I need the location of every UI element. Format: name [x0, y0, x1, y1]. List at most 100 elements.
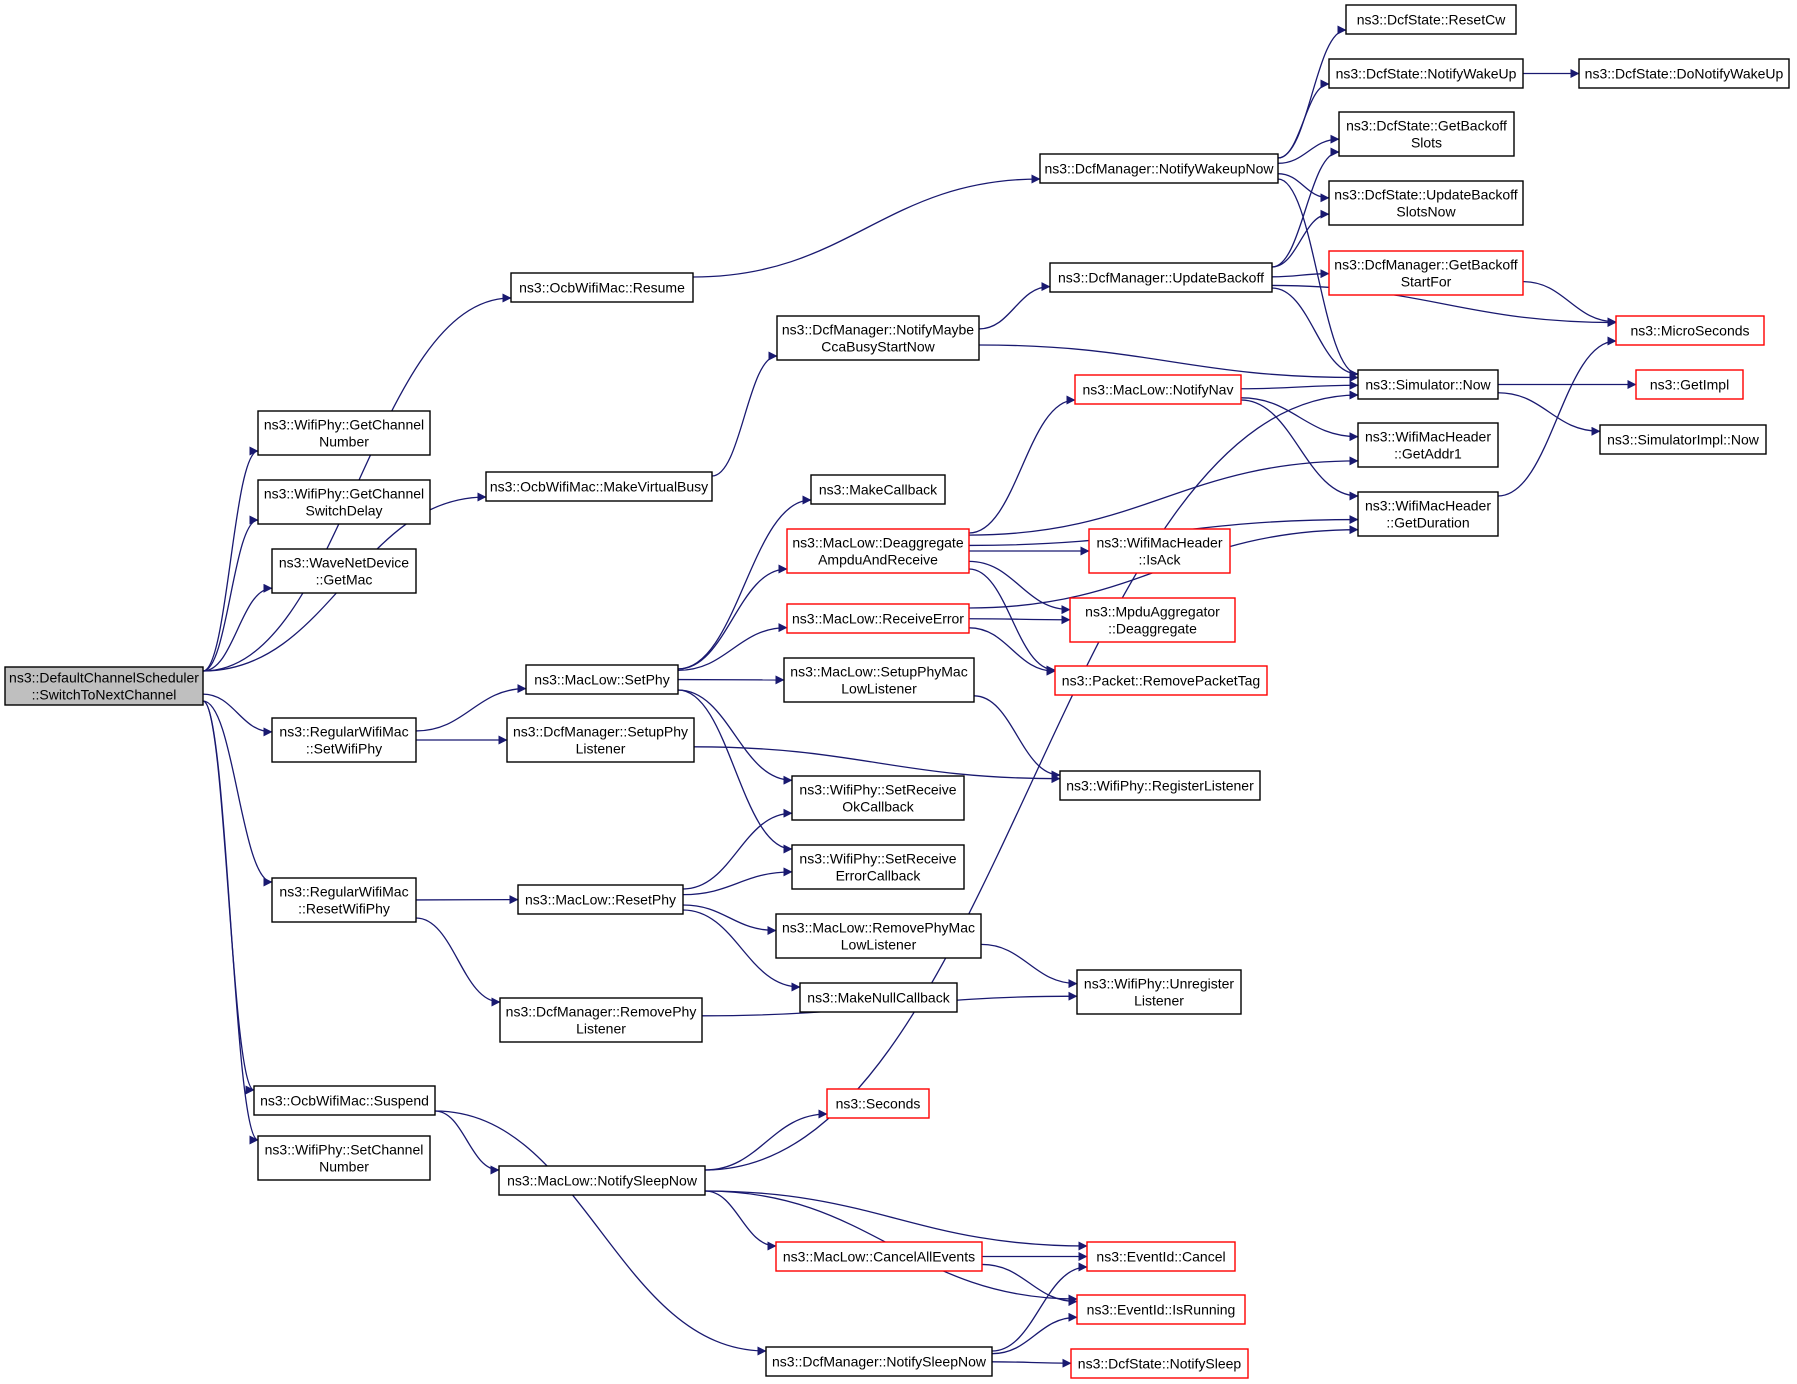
node-cancel-all-events: ns3::MacLow::CancelAllEvents: [775, 1241, 983, 1272]
edge-suspend-to-dcf-notify-sleep-now: [434, 1110, 767, 1356]
node-label: StartFor: [1401, 274, 1452, 290]
node-label: CcaBusyStartNow: [821, 339, 935, 355]
node-box: [271, 877, 417, 923]
node-label: ns3::Simulator::Now: [1365, 377, 1491, 393]
node-label: SlotsNow: [1396, 204, 1456, 220]
node-label: ns3::DcfManager::GetBackoff: [1334, 257, 1517, 273]
edge-reset-phy-to-set-receive-ok: [682, 808, 793, 890]
node-label: ns3::WifiMacHeader: [1365, 498, 1491, 514]
edge-notify-wakeup-now-to-notify-wake-up: [1277, 79, 1330, 159]
node-reset-phy: ns3::MacLow::ResetPhy: [517, 884, 684, 915]
node-remove-packet-tag: ns3::Packet::RemovePacketTag: [1054, 665, 1268, 696]
edge-update-backoff-to-update-backoff-slots-now: [1271, 209, 1330, 268]
edge-make-virtual-busy-to-notify-maybe-cca: [711, 351, 778, 477]
edge-root-to-get-channel-switch-delay: [202, 515, 259, 672]
node-label: ::SetWifiPhy: [306, 741, 382, 757]
node-label: ns3::WifiPhy::Unregister: [1084, 976, 1234, 992]
edge-resume-to-notify-wakeup-now: [692, 174, 1041, 278]
node-box: [1578, 58, 1790, 89]
node-make-callback: ns3::MakeCallback: [810, 474, 946, 505]
node-label: ns3::RegularWifiMac: [279, 884, 408, 900]
node-label: ns3::DcfManager::UpdateBackoff: [1058, 270, 1264, 286]
node-label: Number: [319, 434, 369, 450]
node-box: [1088, 528, 1231, 574]
edge-root-to-get-channel-number: [202, 446, 259, 672]
node-label: Listener: [1134, 993, 1184, 1009]
edge-setup-phy-listener-to-register-listener: [693, 746, 1061, 784]
nodes-layer: ns3::DefaultChannelScheduler::SwitchToNe…: [4, 4, 1790, 1379]
node-label: ::Deaggregate: [1108, 621, 1197, 637]
node-label: ns3::DcfState::GetBackoff: [1346, 118, 1507, 134]
node-notify-maybe-cca: ns3::DcfManager::NotifyMaybeCcaBusyStart…: [776, 315, 980, 361]
node-box: [498, 1165, 706, 1196]
node-register-listener: ns3::WifiPhy::RegisterListener: [1059, 770, 1261, 801]
node-label: ns3::DcfState::NotifyWakeUp: [1336, 66, 1517, 82]
node-box: [1049, 262, 1273, 293]
node-label: Slots: [1411, 135, 1442, 151]
node-box: [1357, 422, 1499, 468]
node-label: ns3::OcbWifiMac::MakeVirtualBusy: [490, 479, 708, 495]
edge-set-phy-to-receive-error: [677, 623, 788, 671]
node-box: [485, 471, 713, 502]
edge-notify-sleep-now-to-simulator-now: [704, 390, 1359, 1171]
node-label: ns3::MakeCallback: [819, 482, 938, 498]
edge-notify-sleep-now-to-seconds: [704, 1109, 828, 1171]
node-label: ns3::DefaultChannelScheduler: [9, 670, 199, 686]
node-set-wifi-phy: ns3::RegularWifiMac::SetWifiPhy: [271, 717, 417, 763]
node-label: ns3::WifiPhy::SetReceive: [799, 782, 956, 798]
node-label: ns3::EventId::IsRunning: [1087, 1302, 1236, 1318]
node-label: ns3::MacLow::SetupPhyMac: [790, 664, 967, 680]
node-label: ns3::DcfManager::NotifyWakeupNow: [1044, 161, 1274, 177]
node-receive-error: ns3::MacLow::ReceiveError: [786, 603, 970, 634]
edge-receive-error-to-remove-packet-tag: [968, 627, 1056, 676]
node-box: [775, 1241, 983, 1272]
edge-set-phy-to-set-receive-error: [677, 689, 793, 854]
edges-layer: [202, 25, 1637, 1368]
node-suspend: ns3::OcbWifiMac::Suspend: [253, 1085, 436, 1116]
node-label: ns3::MacLow::SetPhy: [534, 672, 669, 688]
node-label: ns3::MacLow::NotifyNav: [1083, 382, 1234, 398]
edge-reset-phy-to-make-null-callback: [682, 909, 801, 992]
node-box: [4, 666, 204, 706]
node-box: [271, 717, 417, 763]
node-box: [791, 775, 965, 821]
node-box: [1069, 597, 1236, 643]
node-label: ns3::DcfManager::SetupPhy: [513, 724, 688, 740]
node-label: ns3::WifiMacHeader: [1096, 535, 1222, 551]
edge-notify-wakeup-now-to-get-backoff-slots: [1277, 134, 1340, 164]
node-label: ns3::DcfManager::RemovePhy: [506, 1004, 697, 1020]
node-reset-cw: ns3::DcfState::ResetCw: [1345, 4, 1517, 35]
edge-reset-phy-to-remove-phy-mac: [682, 904, 777, 936]
edge-update-backoff-to-micro-seconds: [1271, 284, 1617, 328]
node-label: ns3::MpduAggregator: [1085, 604, 1220, 620]
node-label: ns3::EventId::Cancel: [1096, 1249, 1225, 1265]
node-simulator-impl-now: ns3::SimulatorImpl::Now: [1599, 424, 1767, 455]
node-box: [1615, 315, 1765, 346]
edge-dcf-notify-sleep-now-to-dcf-state-notify-sleep: [991, 1358, 1072, 1368]
node-notify-wake-up: ns3::DcfState::NotifyWakeUp: [1328, 58, 1524, 89]
edge-deaggregate-to-get-addr1: [968, 456, 1359, 536]
node-root: ns3::DefaultChannelScheduler::SwitchToNe…: [4, 666, 204, 706]
node-label: ns3::DcfState::DoNotifyWakeUp: [1585, 66, 1784, 82]
edge-notify-wakeup-now-to-update-backoff-slots-now: [1277, 173, 1330, 203]
edge-get-backoff-start-for-to-micro-seconds: [1522, 280, 1617, 327]
node-box: [271, 548, 417, 594]
node-event-is-running: ns3::EventId::IsRunning: [1076, 1294, 1246, 1325]
node-simulator-now: ns3::Simulator::Now: [1357, 369, 1499, 400]
node-label: Listener: [576, 741, 626, 757]
edge-update-backoff-to-get-backoff-start-for: [1271, 269, 1330, 279]
node-label: OkCallback: [842, 799, 915, 815]
node-seconds: ns3::Seconds: [826, 1088, 930, 1119]
edge-notify-nav-to-get-addr1: [1240, 397, 1359, 442]
node-label: ns3::MacLow::Deaggregate: [792, 535, 963, 551]
node-box: [783, 657, 975, 703]
node-box: [775, 913, 982, 959]
node-label: ns3::RegularWifiMac: [279, 724, 408, 740]
node-label: ::GetAddr1: [1394, 446, 1462, 462]
